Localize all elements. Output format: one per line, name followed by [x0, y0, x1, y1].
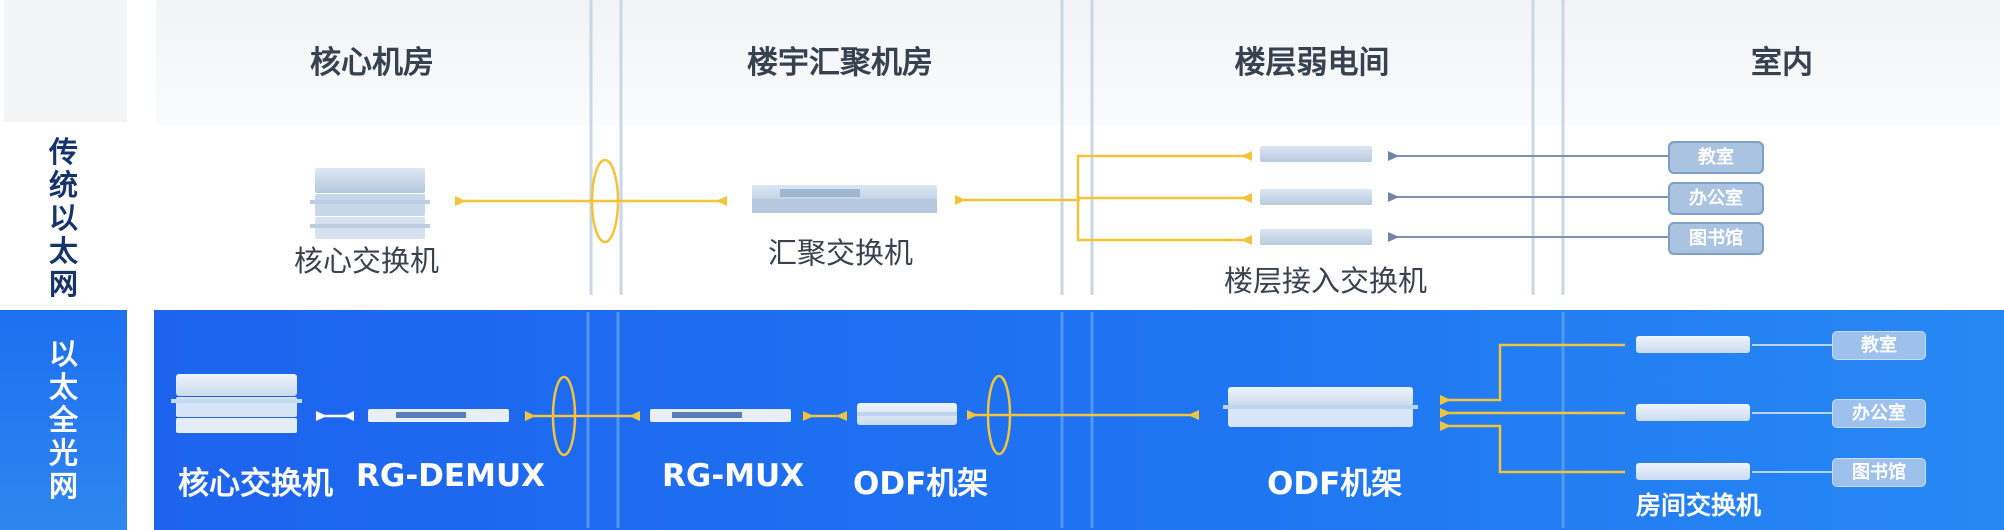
- row-label-traditional-text: 传统以太网: [49, 136, 78, 301]
- rg-mux-icon: [650, 409, 791, 422]
- row-label-char: 以: [48, 336, 78, 371]
- corner-cell: [4, 0, 127, 122]
- row-label-char: 太: [48, 234, 78, 268]
- label-room-switch: 房间交换机: [1636, 491, 1762, 520]
- label-aggregation-switch: 汇聚交换机: [768, 236, 914, 270]
- core-switch-icon: [310, 168, 430, 239]
- odf-rack-building-icon: [857, 403, 957, 425]
- row-label-traditional: 传统以太网: [0, 126, 127, 311]
- traditional-copper-links: [1388, 155, 1668, 238]
- column-title-building-room: 楼宇汇聚机房: [747, 45, 933, 81]
- row-label-char: 网: [48, 468, 78, 503]
- room-library-optical: 图书馆: [1832, 458, 1926, 487]
- optical-room-links: [1752, 344, 1832, 473]
- label-core-switch-traditional: 核心交换机: [294, 244, 440, 278]
- label-rg-mux: RG-MUX: [662, 458, 805, 494]
- row-label-char: 光: [48, 435, 78, 470]
- room-classroom-traditional: 教室: [1668, 141, 1764, 174]
- room-classroom-optical: 教室: [1832, 331, 1926, 360]
- floor-access-switch-icons: [1260, 146, 1372, 245]
- room-office-traditional: 办公室: [1668, 182, 1764, 215]
- row-label-char: 太: [48, 369, 78, 404]
- column-title-core-room: 核心机房: [310, 45, 434, 81]
- optical-fiber-links: [525, 343, 1625, 474]
- traditional-copper-arrows: [1388, 151, 1399, 242]
- row-label-char: 传: [48, 135, 78, 169]
- traditional-fiber-arrows: [455, 151, 1252, 245]
- room-library-traditional: 图书馆: [1668, 222, 1764, 255]
- row-label-all-optical: 以太全光网: [0, 310, 127, 530]
- column-title-floor-room: 楼层弱电间: [1234, 45, 1390, 81]
- odf-rack-floor-icon: [1223, 387, 1418, 427]
- label-odf-rack-floor: ODF机架: [1267, 466, 1403, 502]
- optical-core-switch-icon: [171, 374, 302, 433]
- column-title-indoor: 室内: [1751, 45, 1813, 81]
- label-odf-rack-building: ODF机架: [853, 466, 989, 502]
- row-label-all-optical-text: 以太全光网: [48, 336, 78, 503]
- optical-fiber-arrows: [525, 395, 1451, 431]
- row-label-char: 统: [48, 168, 78, 202]
- optical-copper-link: [316, 411, 354, 421]
- column-header-bar: [156, 0, 2000, 125]
- room-switch-icons: [1636, 336, 1750, 480]
- column-separators: [589, 0, 1565, 295]
- row-label-char: 以: [48, 201, 78, 235]
- column-separators-optical: [586, 312, 1565, 528]
- rg-demux-icon: [368, 409, 509, 422]
- label-core-switch-optical: 核心交换机: [178, 466, 333, 502]
- label-floor-access-switch: 楼层接入交换机: [1224, 264, 1428, 298]
- row-label-char: 网: [48, 267, 78, 301]
- traditional-fiber-links: [455, 154, 1250, 244]
- room-office-optical: 办公室: [1832, 399, 1926, 428]
- label-rg-demux: RG-DEMUX: [356, 458, 546, 494]
- row-label-char: 全: [48, 402, 78, 437]
- aggregation-switch-icon: [752, 185, 937, 213]
